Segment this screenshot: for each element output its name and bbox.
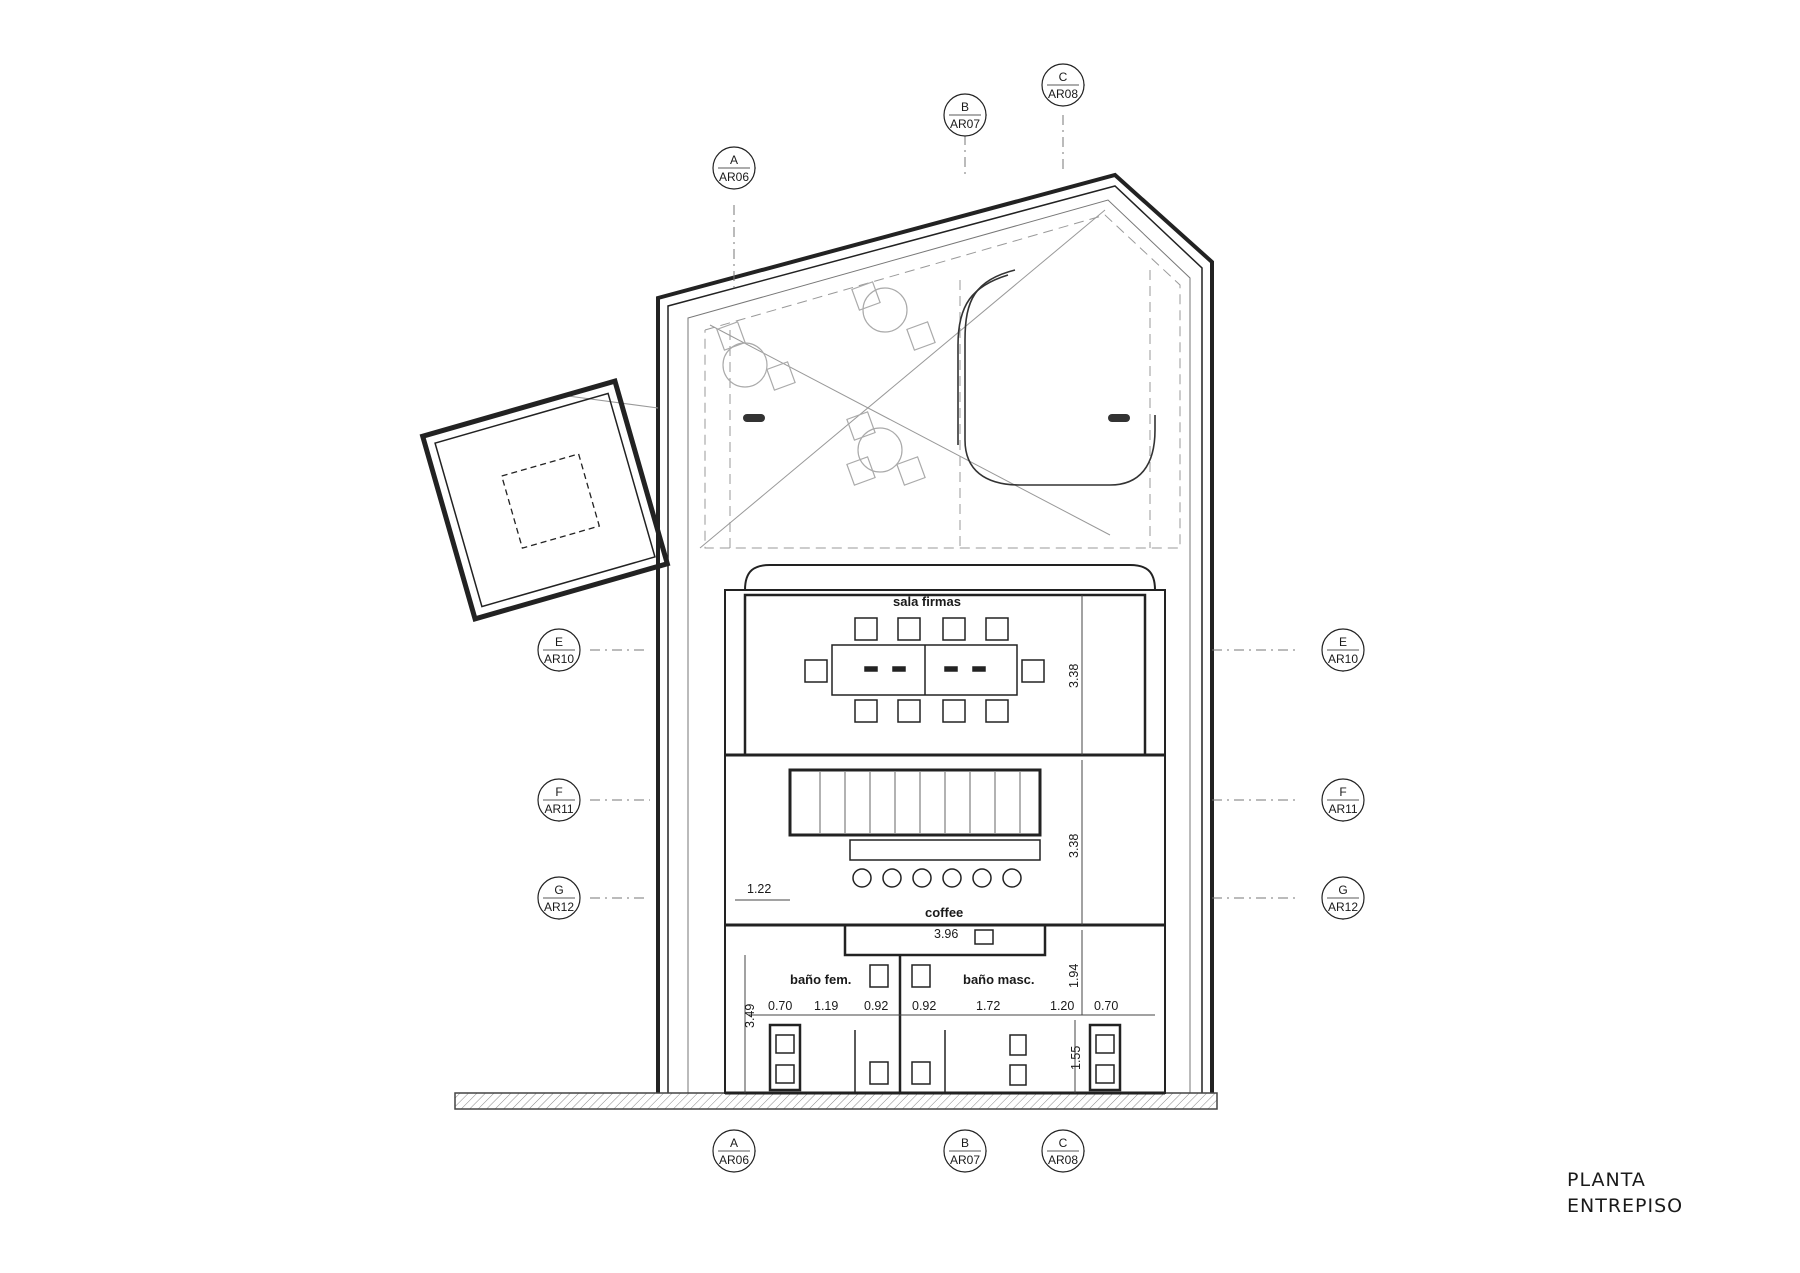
stair	[788, 768, 1042, 837]
dim-label: 1.55	[1069, 1046, 1083, 1070]
marker-sheet: AR07	[950, 1153, 980, 1167]
marker-letter: B	[961, 1136, 969, 1150]
marker-sheet: AR12	[544, 900, 574, 914]
dim-label: 3.38	[1067, 834, 1081, 858]
marker-sheet: AR10	[544, 652, 574, 666]
marker-letter: F	[1339, 785, 1346, 799]
marker-sheet: AR11	[544, 802, 573, 816]
section-marker-e-right: E AR10	[1321, 628, 1365, 672]
dim-label: 0.92	[912, 999, 936, 1013]
marker-sheet: AR08	[1048, 87, 1078, 101]
section-marker-a-bottom: A AR06	[712, 1129, 756, 1173]
marker-letter: F	[555, 785, 562, 799]
dim-label: 1.72	[976, 999, 1000, 1013]
drawing-title-line2: ENTREPISO	[1567, 1195, 1684, 1217]
dim-label: 1.94	[1067, 964, 1081, 988]
marker-sheet: AR06	[719, 1153, 749, 1167]
section-marker-c-bottom: C AR08	[1041, 1129, 1085, 1173]
dimension-lines	[735, 595, 1155, 1093]
core-walls	[724, 564, 1166, 1095]
marker-sheet: AR11	[1328, 802, 1357, 816]
section-marker-b-top: B AR07	[943, 93, 987, 137]
section-marker-c-top: C AR08	[1041, 63, 1085, 107]
section-marker-f-right: F AR11	[1321, 778, 1365, 822]
section-marker-e-left: E AR10	[537, 628, 581, 672]
pod-lights	[743, 414, 1130, 422]
marker-letter: B	[961, 100, 969, 114]
drawing-title-line1: PLANTA	[1567, 1169, 1646, 1191]
lounge-furniture	[716, 281, 936, 486]
coffee-bar	[843, 839, 1047, 957]
marker-sheet: AR08	[1048, 1153, 1078, 1167]
dim-label: 3.38	[1067, 664, 1081, 688]
void-area	[699, 209, 1181, 549]
meeting-pod	[957, 269, 1156, 486]
skylight	[419, 378, 671, 622]
section-lines	[590, 115, 1300, 899]
dim-label: 1.20	[1050, 999, 1074, 1013]
meeting-table	[831, 644, 1018, 696]
marker-letter: A	[730, 1136, 738, 1150]
exterior-walls	[567, 172, 1214, 1093]
marker-sheet: AR06	[719, 170, 749, 184]
section-marker-f-left: F AR11	[537, 778, 581, 822]
marker-letter: C	[1059, 70, 1068, 84]
dim-label: 1.19	[814, 999, 838, 1013]
section-marker-a-top: A AR06	[712, 146, 756, 190]
marker-sheet: AR10	[1328, 652, 1358, 666]
marker-letter: E	[1339, 635, 1347, 649]
bathroom-fixtures	[768, 955, 1122, 1093]
section-marker-g-left: G AR12	[537, 876, 581, 920]
room-label-bano-masc: baño masc.	[963, 972, 1035, 987]
marker-letter: G	[554, 883, 563, 897]
section-marker-b-bottom: B AR07	[943, 1129, 987, 1173]
ground-line	[454, 1092, 1218, 1110]
meeting-chairs	[804, 617, 1045, 723]
marker-sheet: AR07	[950, 117, 980, 131]
drawing-title: PLANTA ENTREPISO	[1567, 1167, 1683, 1219]
section-marker-g-right: G AR12	[1321, 876, 1365, 920]
room-label-sala-firmas: sala firmas	[893, 594, 961, 609]
marker-letter: C	[1059, 1136, 1068, 1150]
marker-letter: A	[730, 153, 738, 167]
dim-label: 1.22	[747, 882, 771, 896]
dim-label: 3.49	[743, 1004, 757, 1028]
dim-label: 0.92	[864, 999, 888, 1013]
marker-letter: G	[1338, 883, 1347, 897]
room-label-coffee: coffee	[925, 905, 963, 920]
dim-label: 0.70	[1094, 999, 1118, 1013]
dim-label: 3.96	[934, 927, 958, 941]
marker-sheet: AR12	[1328, 900, 1358, 914]
room-label-bano-fem: baño fem.	[790, 972, 851, 987]
marker-letter: E	[555, 635, 563, 649]
dim-label: 0.70	[768, 999, 792, 1013]
